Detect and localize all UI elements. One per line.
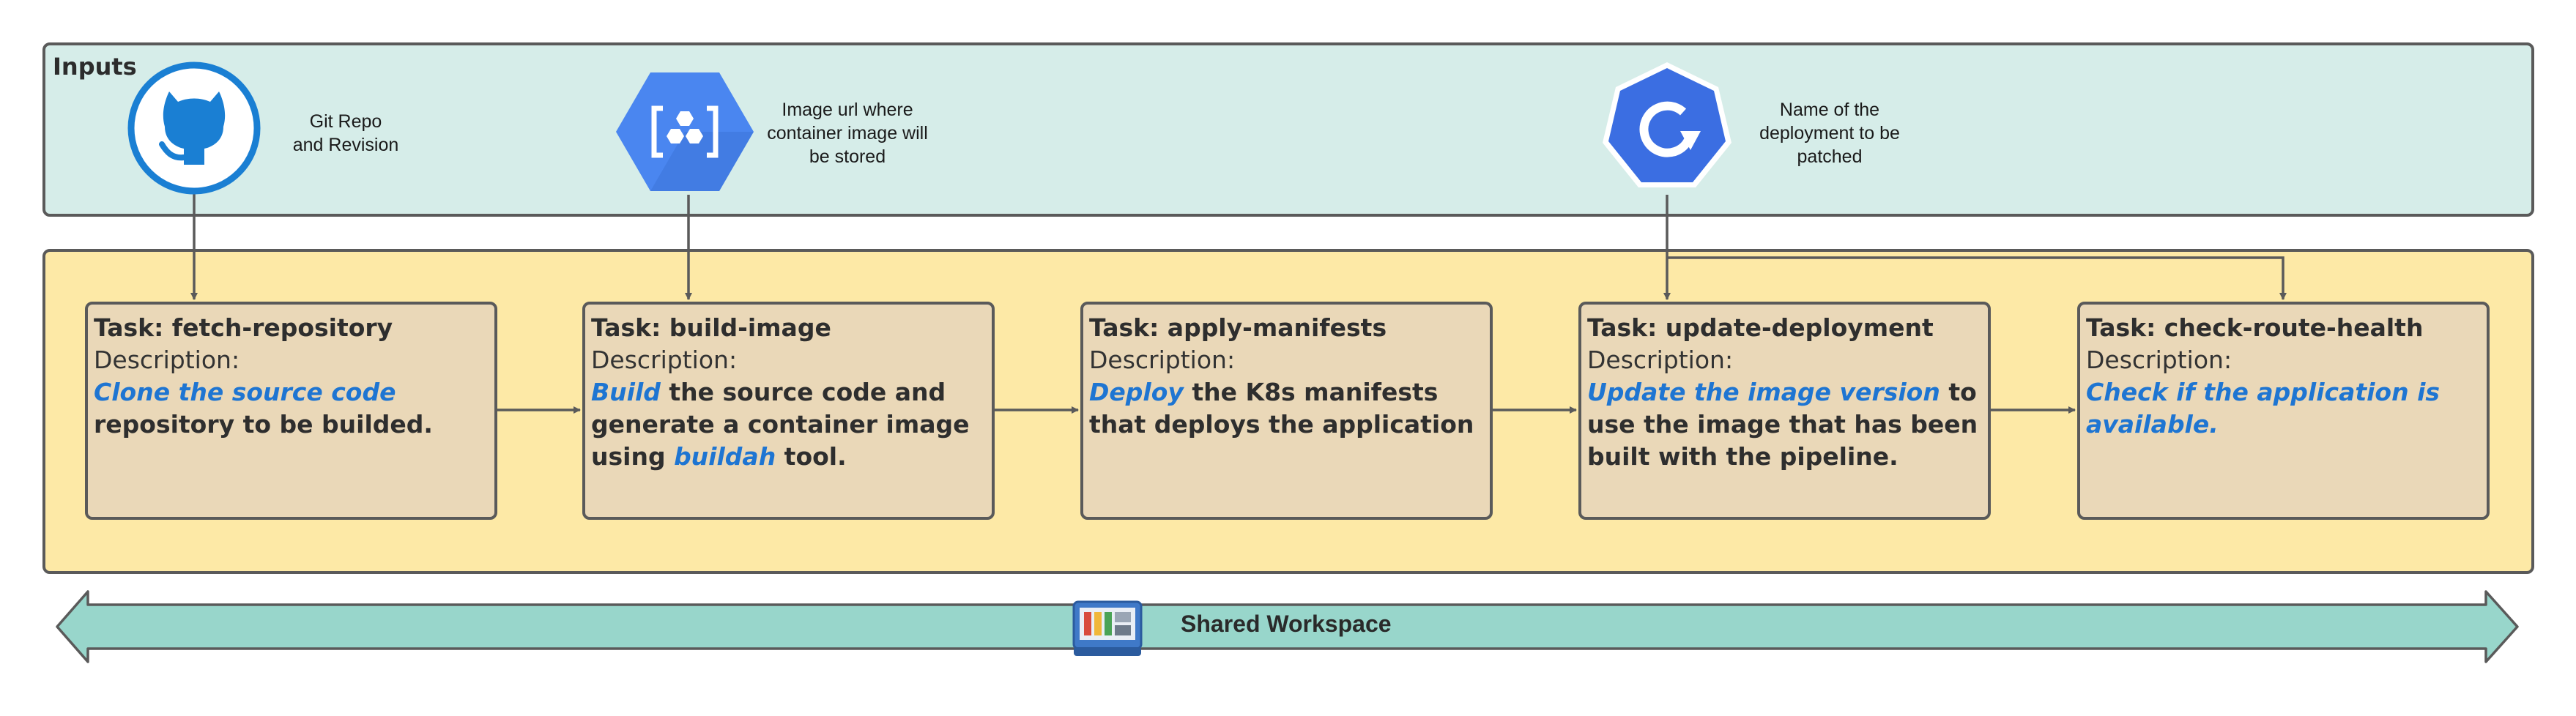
task-description-text: repository to be builded. xyxy=(94,410,433,439)
deployment-label-line1: Name of the xyxy=(1779,100,1880,120)
task-highlight: Clone the source code xyxy=(94,378,396,406)
task-description-label: Description: xyxy=(2086,346,2232,374)
task-description: Deploy the K8s manifests that deploys th… xyxy=(1089,376,1484,441)
github-icon xyxy=(127,61,261,195)
task-description-text: tool. xyxy=(776,442,847,471)
image-input-label: Image url where container image will be … xyxy=(749,98,946,168)
task-title: Task: apply-manifests xyxy=(1089,313,1387,342)
image-label-line3: be stored xyxy=(809,146,886,167)
deployment-rollout-icon xyxy=(1603,62,1731,187)
task-description-label: Description: xyxy=(94,346,240,374)
image-label-line1: Image url where xyxy=(782,100,913,120)
task-description: Clone the source code repository to be b… xyxy=(94,376,489,441)
toolbox-icon xyxy=(1072,600,1143,656)
deployment-label-line3: patched xyxy=(1797,146,1863,167)
image-label-line2: container image will xyxy=(767,123,928,143)
task-fetch-repository: Task: fetch-repository Description: Clon… xyxy=(85,302,497,520)
task-build-image: Task: build-image Description: Build the… xyxy=(582,302,995,520)
task-highlight-tool: buildah xyxy=(674,442,776,471)
task-title: Task: build-image xyxy=(591,313,831,342)
task-apply-manifests: Task: apply-manifests Description: Deplo… xyxy=(1080,302,1493,520)
task-description-label: Description: xyxy=(1587,346,1734,374)
task-description-text: to use the image that has been built wit… xyxy=(1587,378,1978,471)
deployment-label-line2: deployment to be xyxy=(1759,123,1900,143)
git-input-label: Git Repo and Revision xyxy=(272,110,419,157)
task-description-text: the K8s manifests that deploys the appli… xyxy=(1089,378,1474,439)
git-label-line1: Git Repo xyxy=(309,111,382,132)
container-registry-icon xyxy=(616,72,754,191)
workspace-arrow xyxy=(56,590,2519,663)
task-highlight: Deploy xyxy=(1089,378,1184,406)
task-update-deployment: Task: update-deployment Description: Upd… xyxy=(1578,302,1991,520)
task-description: Update the image version to use the imag… xyxy=(1587,376,1982,473)
task-highlight: Check if the application is available. xyxy=(2086,378,2440,439)
task-title: Task: fetch-repository xyxy=(94,313,393,342)
task-description: Check if the application is available. xyxy=(2086,376,2481,441)
task-description-label: Description: xyxy=(1089,346,1236,374)
git-label-line2: and Revision xyxy=(292,135,399,155)
task-highlight: Update the image version xyxy=(1587,378,1940,406)
inputs-panel: Inputs xyxy=(42,42,2534,217)
task-highlight: Build xyxy=(591,378,661,406)
task-description-label: Description: xyxy=(591,346,738,374)
arrow-deployment-to-health xyxy=(1667,256,2287,300)
task-description: Build the source code and generate a con… xyxy=(591,376,986,473)
task-title: Task: update-deployment xyxy=(1587,313,1934,342)
shared-workspace-label: Shared Workspace xyxy=(1181,611,1392,637)
task-description-text: the source code and generate a container… xyxy=(591,378,970,471)
inputs-title: Inputs xyxy=(53,53,137,81)
task-check-route-health: Task: check-route-health Description: Ch… xyxy=(2077,302,2490,520)
deployment-input-label: Name of the deployment to be patched xyxy=(1734,98,1925,168)
task-title: Task: check-route-health xyxy=(2086,313,2424,342)
